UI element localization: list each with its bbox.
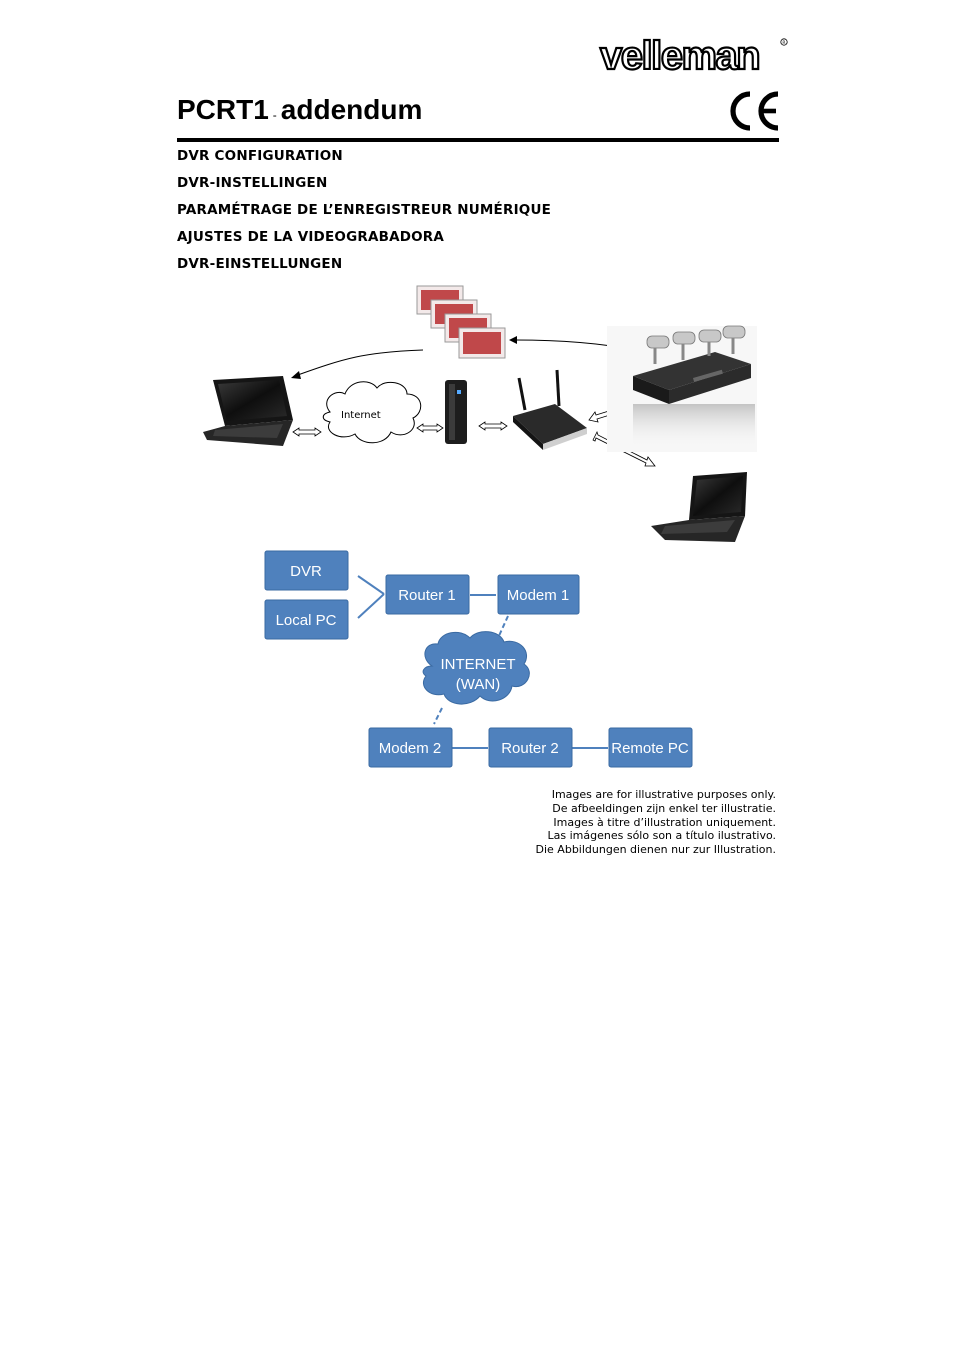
monitor-stack-icon <box>416 285 506 359</box>
node-internet-label-2: (WAN) <box>456 676 500 693</box>
arrow-head-icon <box>291 371 301 379</box>
node-router-1-label: Router 1 <box>398 587 456 604</box>
setup-illustration: Internet <box>203 285 757 542</box>
cloud-label: Internet <box>341 410 381 421</box>
disclaimer-de: Die Abbildungen dienen nur zur Illustrat… <box>535 843 776 857</box>
svg-text:R: R <box>782 40 785 46</box>
ce-mark-icon <box>730 91 779 131</box>
network-diagram: DVR Local PC Router 1 Modem 1 INTERNET (… <box>260 548 698 770</box>
node-modem-1 <box>497 574 580 615</box>
router-icon <box>513 369 587 450</box>
disclaimer-en: Images are for illustrative purposes onl… <box>551 788 776 801</box>
node-modem-2 <box>368 727 453 768</box>
title-rule <box>177 138 779 142</box>
heading-en: DVR CONFIGURATION <box>177 148 343 164</box>
modem-icon <box>445 380 467 444</box>
registered-mark-icon <box>780 38 788 46</box>
node-modem-1-label: Modem 1 <box>507 587 570 604</box>
diagram-links <box>357 575 608 749</box>
dvr-camera-kit-icon <box>607 325 757 452</box>
page-title: PCRT1-addendum <box>177 94 422 126</box>
product-code: PCRT1 <box>177 94 269 125</box>
internet-cloud-icon: Internet <box>322 381 422 444</box>
laptop-local-icon <box>203 376 293 446</box>
node-dvr-label: DVR <box>290 563 322 580</box>
heading-nl: DVR-INSTELLINGEN <box>177 175 328 191</box>
logo-wordmark: velleman <box>600 36 759 74</box>
node-router-2 <box>488 727 573 768</box>
node-router-2-label: Router 2 <box>501 740 559 757</box>
heading-de: DVR-EINSTELLUNGEN <box>177 256 343 272</box>
disclaimer-nl: De afbeeldingen zijn enkel ter illustrat… <box>552 801 776 815</box>
heading-es: AJUSTES DE LA VIDEOGRABADORA <box>177 229 445 245</box>
disclaimer-fr: Images à titre d’illustration uniquement… <box>553 815 776 829</box>
node-dvr <box>264 550 349 591</box>
node-internet-label-1: INTERNET <box>441 656 516 673</box>
heading-fr: PARAMÉTRAGE DE L’ENREGISTREUR NUMÉRIQUE <box>177 202 552 218</box>
title-separator: - <box>272 108 277 122</box>
arrow-head-icon <box>509 336 517 344</box>
node-local-pc <box>264 599 349 640</box>
laptop-remote-icon <box>651 472 747 542</box>
node-router-1 <box>385 574 470 615</box>
disclaimer-es: Las imágenes sólo son a título ilustrati… <box>547 829 776 843</box>
node-local-pc-label: Local PC <box>276 612 337 629</box>
title-suffix: addendum <box>280 94 423 125</box>
node-internet-cloud <box>422 631 530 705</box>
disclaimer: Images are for illustrative purposes onl… <box>536 788 776 857</box>
node-remote-pc <box>608 727 693 768</box>
velleman-logo: velleman R <box>599 36 788 74</box>
node-modem-2-label: Modem 2 <box>379 740 442 757</box>
node-remote-pc-label: Remote PC <box>611 740 689 757</box>
